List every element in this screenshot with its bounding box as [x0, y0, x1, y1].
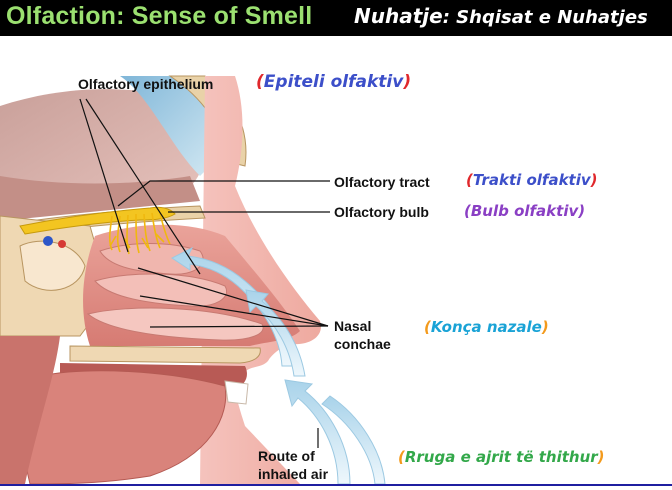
title-english: Olfaction: Sense of Smell [6, 2, 313, 30]
translation-rruga-text: Rruga e ajrit të thithur [404, 448, 598, 466]
paren-close: ) [403, 72, 412, 92]
label-route-line1: Route of [258, 448, 315, 464]
title-albanian: Nuhatje: Shqisat e Nuhatjes [354, 4, 648, 28]
paren-close: ) [578, 202, 586, 220]
vessel-blue [43, 236, 53, 246]
leader-tract [117, 180, 330, 207]
paren-open: ( [464, 202, 471, 220]
label-olfactory-bulb: Olfactory bulb [334, 204, 429, 220]
leader-conchae-3 [149, 325, 329, 328]
air-route-arrow-lower [321, 395, 386, 484]
label-route-line2: inhaled air [258, 466, 329, 482]
translation-bulb-text: Bulb olfaktiv [470, 202, 579, 220]
translation-konca-text: Konça nazale [430, 318, 542, 336]
dura-layer [0, 176, 200, 221]
translation-rruga: (Rruga e ajrit të thithur) [398, 448, 605, 466]
air-route-arrow-main [284, 379, 351, 484]
title-bar: Olfaction: Sense of Smell Nuhatje: Shqis… [0, 0, 672, 36]
frontal-sinus [120, 76, 220, 176]
teeth [224, 380, 249, 405]
nasal-cavity-illustration [0, 75, 386, 484]
sphenoid-sinus [19, 240, 86, 291]
paren-open: ( [256, 72, 264, 92]
paren-close: ) [590, 171, 598, 189]
inferior-concha [86, 307, 264, 341]
label-olfactory-tract: Olfactory tract [334, 174, 430, 190]
label-nasal-conchae-line2: conchae [334, 336, 391, 352]
leader-conchae-2 [139, 295, 329, 327]
hard-palate [69, 345, 261, 364]
paren-close: ) [541, 318, 549, 336]
translation-konca: (Konça nazale) [424, 318, 549, 336]
translation-trakti-text: Trakti olfaktiv [472, 171, 591, 189]
translation-trakti: (Trakti olfaktiv) [466, 171, 598, 189]
leader-lines [79, 98, 330, 448]
middle-concha [94, 273, 228, 307]
leader-epithelium [79, 98, 129, 253]
paren-open: ( [466, 171, 473, 189]
label-olfactory-epithelium: Olfactory epithelium [78, 76, 214, 92]
footer-divider [0, 484, 672, 486]
label-nasal-conchae-line1: Nasal [334, 318, 372, 334]
title-albanian-sub: : Shqisat e Nuhatjes [442, 7, 648, 28]
olfactory-nerve-fibers [108, 212, 171, 255]
leader-conchae-1 [137, 267, 329, 327]
vessel-red [58, 240, 66, 248]
paren-close: ) [597, 448, 605, 466]
translation-epiteli-text: Epiteli olfaktiv [263, 72, 404, 92]
translation-epiteli: (Epiteli olfaktiv) [256, 73, 411, 91]
olfactory-tract-shape [19, 206, 176, 235]
pharynx [0, 336, 60, 484]
paren-open: ( [424, 318, 431, 336]
title-albanian-main: Nuhatje [354, 4, 443, 28]
paren-open: ( [398, 448, 405, 466]
translation-bulb: (Bulb olfaktiv) [464, 202, 585, 220]
